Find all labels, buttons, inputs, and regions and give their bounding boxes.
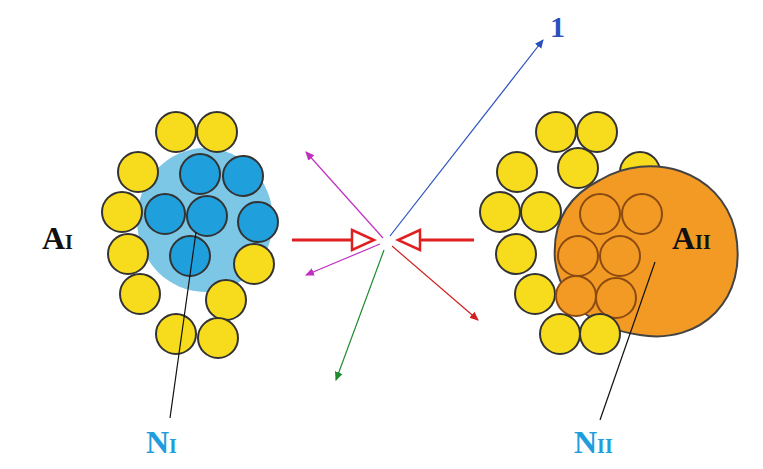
beam-arrows: [292, 230, 474, 250]
nucleus-one: [102, 112, 278, 358]
leader-lines: [170, 232, 655, 420]
callout-number: 1: [550, 12, 565, 42]
nucleus-label: AII: [672, 222, 711, 254]
nucleus-two: [480, 112, 738, 354]
particle-tracks: [306, 40, 543, 380]
participant-label: NII: [574, 426, 613, 458]
participant-label: NI: [146, 426, 177, 458]
nucleus-label: AI: [42, 222, 73, 254]
